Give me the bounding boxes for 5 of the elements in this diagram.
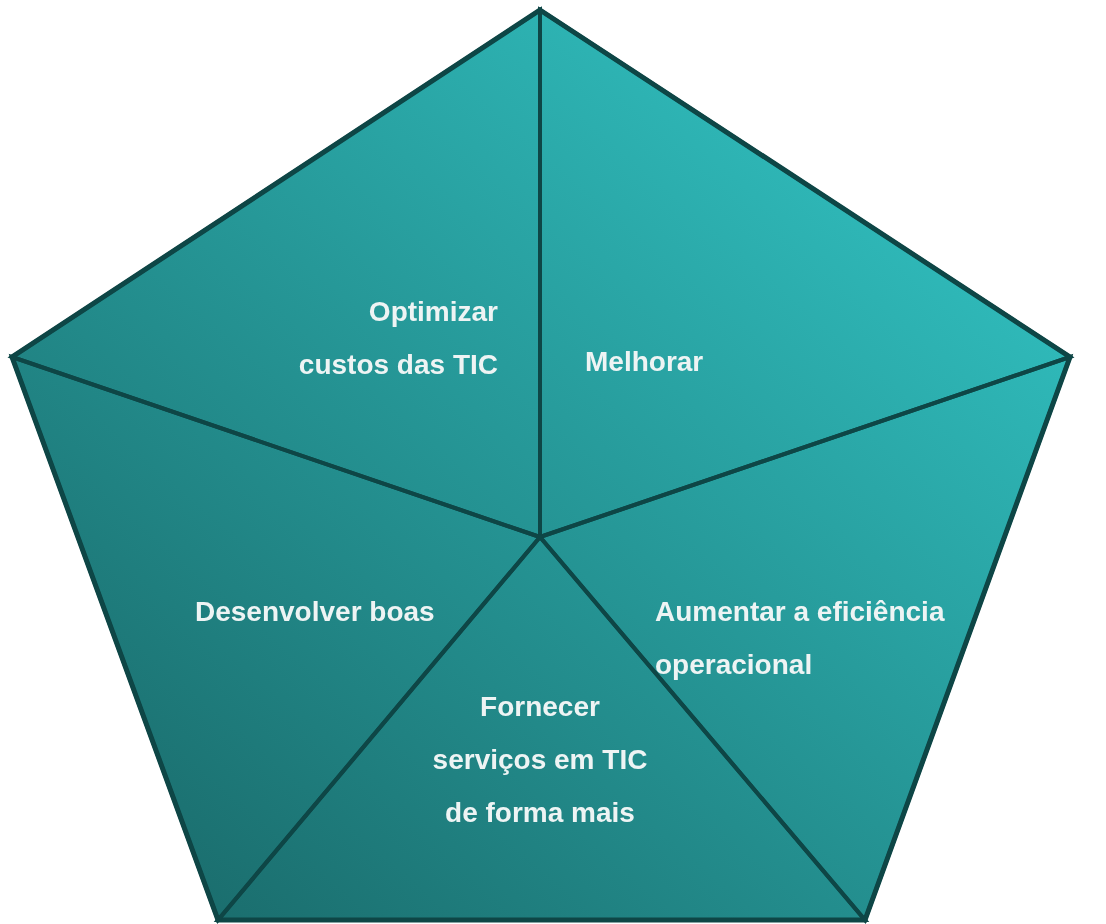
- segment-label: Optimizar custos das TIC: [297, 295, 498, 383]
- segment-label: Fornecer serviços em TIC de forma mais: [431, 690, 649, 831]
- segment-label: Melhorar: [585, 345, 705, 379]
- segment-label: Desenvolver boas: [195, 595, 436, 629]
- segment-label: Aumentar a eficiência operacional: [655, 595, 946, 683]
